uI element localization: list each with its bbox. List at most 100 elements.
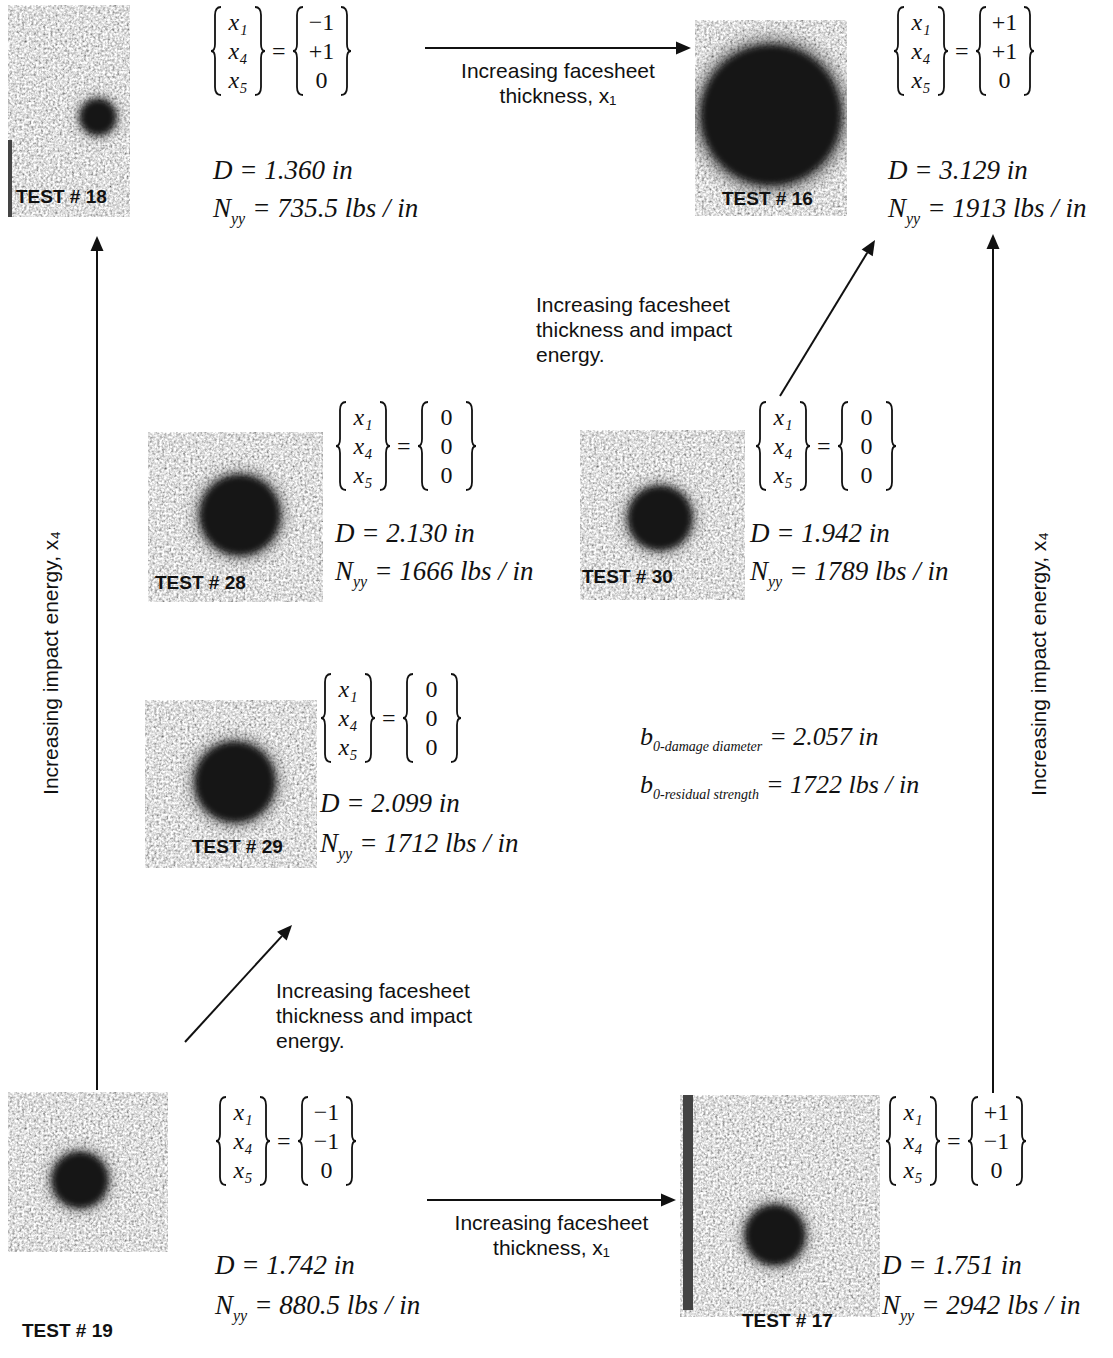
damage-area [628, 486, 692, 550]
variable-column: x₁x₄x₅ [347, 403, 379, 490]
arrow-label: Increasing impact energy, x₄ [38, 531, 63, 795]
arrow-line [425, 47, 676, 49]
subscript: yy [906, 210, 920, 227]
residual-strength: Nyy= 1789 lbs / in [750, 556, 948, 587]
variable-name: x₄ [912, 37, 931, 66]
level-value: +1 [992, 8, 1018, 37]
brace-stroke [894, 7, 904, 95]
level-value: 0 [316, 66, 328, 95]
damage-halo [741, 1201, 808, 1268]
vector-brace [1015, 1095, 1027, 1187]
symbol: N [215, 1290, 233, 1320]
test-label: TEST # 30 [582, 566, 673, 588]
vector-brace [450, 672, 462, 764]
level-value: 0 [321, 1156, 333, 1185]
brace-stroke [466, 402, 476, 490]
arrow-label: Increasing facesheet thickness, x₁ [427, 1210, 677, 1260]
vector-brace [379, 400, 391, 492]
brace-stroke [403, 674, 413, 762]
variable-name: x₁ [229, 8, 248, 37]
brace-stroke [298, 1097, 308, 1185]
variable-column: x₁x₄x₅ [227, 1098, 259, 1185]
arrow-label: Increasing facesheet thickness, x₁ [433, 58, 683, 108]
vector-brace [345, 1095, 357, 1187]
arrow-connector [780, 240, 875, 396]
level-value: 0 [441, 403, 453, 432]
value-column: +1+10 [987, 8, 1023, 95]
level-value: 0 [426, 704, 438, 733]
arrow-connector [91, 236, 104, 1090]
damage-diameter: D = 2.130 in [335, 518, 475, 549]
brace-stroke [756, 402, 766, 490]
value: = 1712 lbs / in [359, 828, 518, 858]
subscript: yy [900, 1307, 914, 1324]
value: = 1789 lbs / in [789, 556, 948, 586]
damage-area [745, 1205, 805, 1265]
vector-brace [402, 672, 414, 764]
variable-name: x₅ [904, 1156, 923, 1185]
level-value: 0 [991, 1156, 1003, 1185]
brace-stroke [1016, 1097, 1026, 1185]
scan-edge-bar [8, 140, 12, 217]
test-label: TEST # 29 [192, 836, 283, 858]
variable-column: x₁x₄x₅ [905, 8, 937, 95]
value-column: 000 [429, 403, 465, 490]
value: = 1913 lbs / in [927, 193, 1086, 223]
vector-brace [975, 5, 987, 97]
brace-stroke [260, 1097, 270, 1185]
vector-brace [465, 400, 477, 492]
c-scan-image [8, 1092, 168, 1252]
brace-stroke [341, 7, 351, 95]
scan-background [580, 430, 745, 600]
subscript: yy [233, 1307, 247, 1324]
vector-brace [335, 400, 347, 492]
test-panel: TEST # 30x₁x₄x₅=000D = 1.942 inNyy= 1789… [580, 400, 951, 602]
variable-name: x₅ [774, 461, 793, 490]
variable-name: x₄ [774, 432, 793, 461]
level-value: 0 [999, 66, 1011, 95]
damage-halo [195, 470, 285, 560]
level-value: 0 [441, 461, 453, 490]
value: = 1666 lbs / in [374, 556, 533, 586]
variable-name: x₅ [354, 461, 373, 490]
variable-name: x₁ [774, 403, 793, 432]
level-value: −1 [314, 1098, 340, 1127]
value-column: +1−10 [979, 1098, 1015, 1185]
design-vector: x₁x₄x₅=000 [320, 672, 462, 764]
design-vector: x₁x₄x₅=−1+10 [210, 5, 352, 97]
scan-background [8, 1092, 168, 1252]
vector-brace [1023, 5, 1035, 97]
residual-strength: Nyy= 1712 lbs / in [320, 828, 518, 859]
brace-stroke [800, 402, 810, 490]
variable-name: x₅ [229, 66, 248, 95]
value-column: −1−10 [309, 1098, 345, 1185]
level-value: −1 [309, 8, 335, 37]
value-column: 000 [414, 675, 450, 762]
symbol: N [320, 828, 338, 858]
arrow-connector [185, 925, 292, 1042]
vector-brace [967, 1095, 979, 1187]
level-value: +1 [992, 37, 1018, 66]
symbol: N [750, 556, 768, 586]
value-column: −1+10 [304, 8, 340, 95]
scan-edge-bar [683, 1095, 693, 1310]
vector-brace [929, 1095, 941, 1187]
variable-name: x₁ [354, 403, 373, 432]
arrow-label: Increasing facesheet thickness and impac… [276, 978, 521, 1053]
subscript: yy [353, 573, 367, 590]
damage-halo [624, 482, 696, 554]
variable-name: x₁ [339, 675, 358, 704]
damage-area [195, 742, 275, 822]
baseline-value: b0-residual strength= 1722 lbs / in [640, 770, 919, 800]
variable-column: x₁x₄x₅ [222, 8, 254, 95]
residual-strength: Nyy= 735.5 lbs / in [213, 193, 418, 224]
scan-background [145, 700, 317, 868]
vector-brace [885, 400, 897, 492]
vector-brace [885, 1095, 897, 1187]
brace-stroke [365, 674, 375, 762]
subscript: yy [231, 210, 245, 227]
level-value: +1 [984, 1098, 1010, 1127]
brace-stroke [968, 1097, 978, 1185]
arrow-connector [987, 234, 1000, 1093]
